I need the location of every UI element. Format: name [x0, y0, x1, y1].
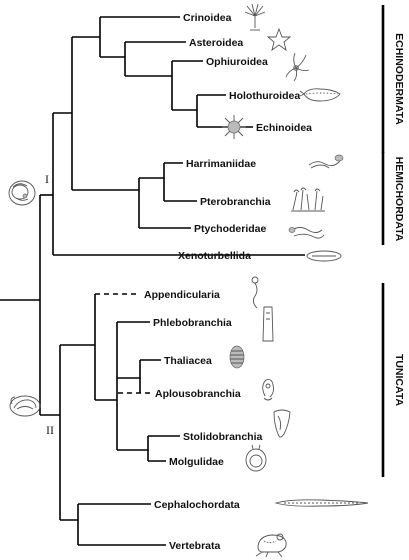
label-xenoturbellida: Xenoturbellida	[178, 250, 251, 262]
acorn-worm-icon	[288, 227, 325, 239]
label-thaliacea: Thaliacea	[164, 355, 212, 367]
label-asteroidea: Asteroidea	[189, 37, 243, 49]
label-molgulidae: Molgulidae	[169, 456, 224, 468]
embryo-icon	[8, 180, 36, 206]
label-ptychoderidae: Ptychoderidae	[194, 223, 267, 235]
label-pterobranchia: Pterobranchia	[200, 196, 271, 208]
label-holothuroidea: Holothuroidea	[229, 90, 300, 102]
label-cephalochordata: Cephalochordata	[154, 499, 240, 511]
pterobranch-icon	[291, 187, 325, 212]
label-harrimaniidae: Harrimaniidae	[186, 158, 256, 170]
label-ophiuroidea: Ophiuroidea	[206, 56, 268, 68]
node-label-2: II	[46, 423, 54, 437]
taxon-labels: Crinoidea Asteroidea Ophiuroidea Holothu…	[144, 12, 312, 552]
node-markers: I II	[8, 172, 54, 437]
ascidian-icon	[262, 306, 274, 342]
label-echinoidea: Echinoidea	[256, 122, 312, 134]
ascidian-colony-icon	[262, 379, 275, 401]
ascidian-icon	[273, 409, 291, 438]
molgula-icon	[245, 444, 267, 472]
salp-icon	[229, 345, 245, 369]
sea-cucumber-icon	[299, 88, 341, 102]
starfish-icon	[266, 27, 292, 52]
xenoturbella-icon	[306, 250, 342, 262]
frog-icon	[255, 533, 287, 558]
crinoid-icon	[244, 3, 266, 31]
embryo-icon	[9, 395, 41, 417]
label-vertebrata: Vertebrata	[169, 540, 221, 552]
label-aplousobranchia: Aplousobranchia	[155, 388, 241, 400]
sea-urchin-icon	[222, 115, 246, 139]
acorn-worm-icon	[308, 154, 344, 169]
group-label-hemichordata: HEMICHORDATA	[393, 157, 405, 242]
group-brackets: ECHINODERMATA HEMICHORDATA TUNICATA	[381, 5, 405, 477]
group-label-echinodermata: ECHINODERMATA	[393, 33, 405, 125]
label-crinoidea: Crinoidea	[183, 12, 232, 24]
lancelet-icon	[274, 499, 369, 507]
label-appendicularia: Appendicularia	[144, 289, 220, 301]
node-label-1: I	[45, 172, 49, 186]
group-label-tunicata: TUNICATA	[393, 354, 405, 407]
label-phlebobranchia: Phlebobranchia	[153, 317, 232, 329]
tree-branches	[0, 16, 305, 546]
organism-illustrations	[222, 3, 369, 558]
brittle-star-icon	[285, 52, 310, 82]
larvacean-icon	[251, 276, 259, 309]
label-stolidobranchia: Stolidobranchia	[183, 431, 263, 443]
